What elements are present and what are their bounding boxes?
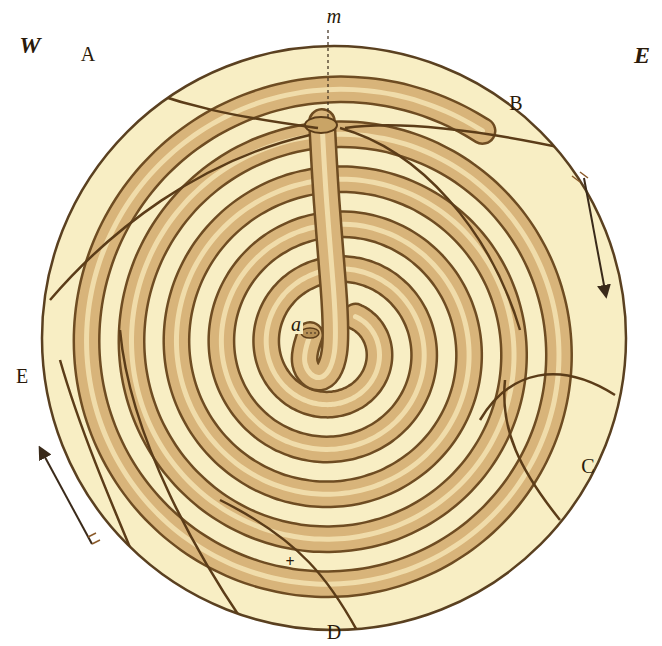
point-letter: C (581, 456, 594, 476)
arrow-fletching (572, 172, 588, 182)
tube-highlight (305, 122, 336, 378)
point-letter: a (289, 314, 303, 334)
arrow-fletching (88, 533, 100, 544)
tube-body (87, 89, 559, 584)
tube-body (305, 122, 336, 378)
point-letter: D (327, 622, 341, 642)
tube-mouth (305, 117, 337, 133)
point-letter: A (81, 44, 95, 64)
point-letter: E (16, 366, 28, 386)
axis-letter: m (327, 6, 341, 26)
rotation-arrow (40, 448, 92, 544)
disk (42, 46, 626, 630)
point-letter: B (509, 93, 522, 113)
tube-end (301, 328, 319, 338)
tube-highlight (87, 89, 559, 584)
tube-outline (305, 122, 336, 378)
direction-letter: E (634, 43, 650, 67)
point-mark: + (285, 554, 294, 570)
leader-line (306, 332, 318, 333)
spiral-tube (87, 89, 559, 584)
tube-outline (87, 89, 559, 584)
meridian-lines (50, 70, 615, 636)
rotation-arrow (584, 178, 606, 296)
direction-letter: W (19, 33, 40, 57)
axis-line (327, 30, 328, 120)
